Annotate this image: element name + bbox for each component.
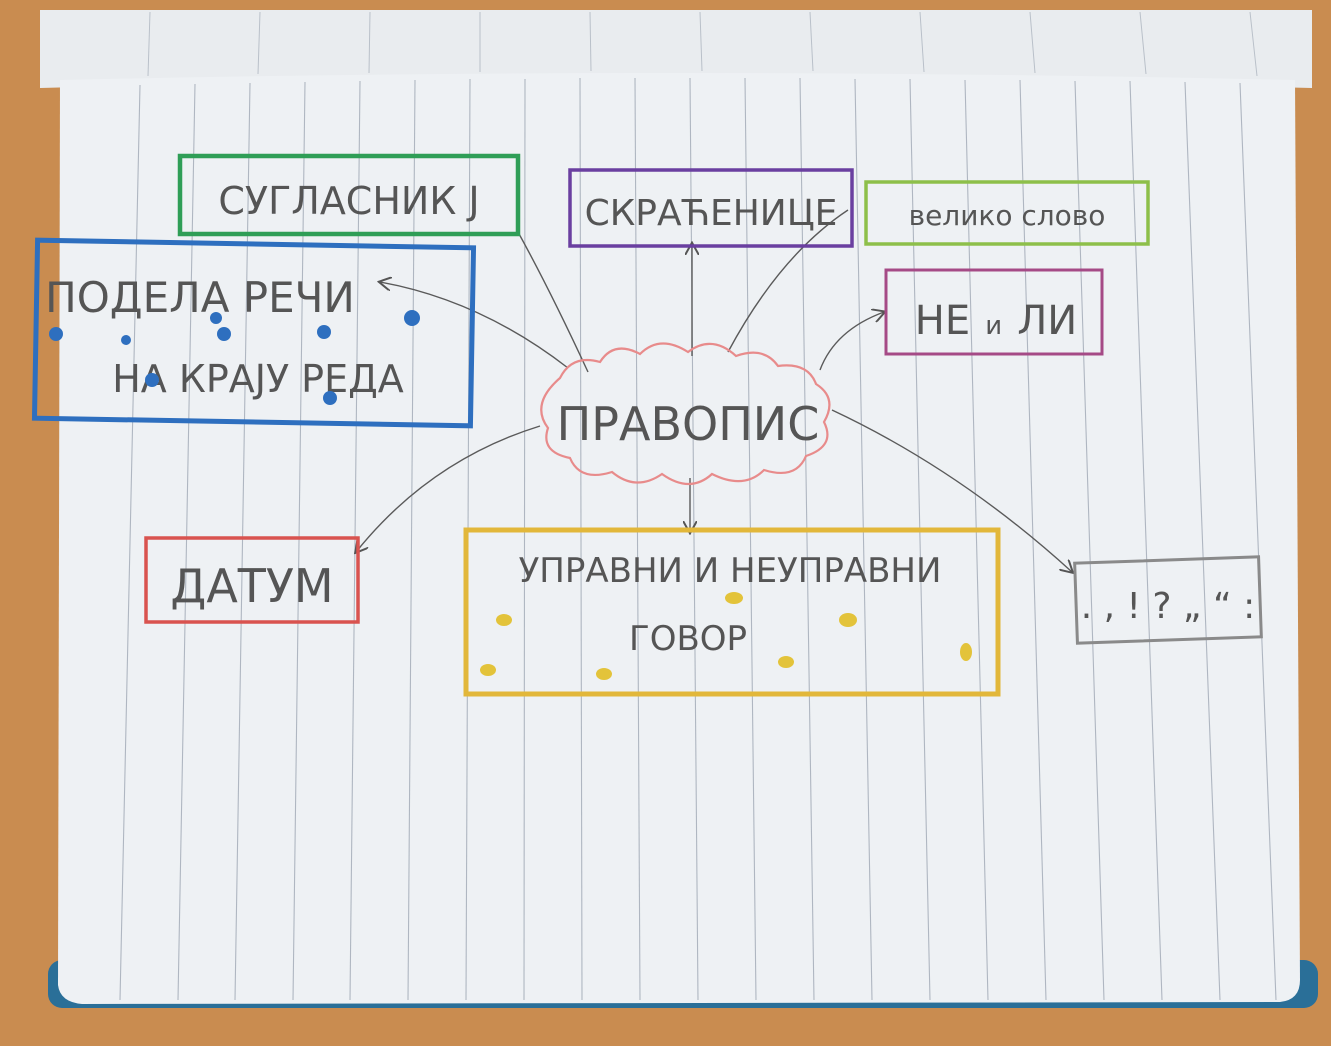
node-veliko-slovo-box bbox=[864, 180, 1150, 246]
node-podela-line2: НА КРАЈУ РЕДА bbox=[112, 357, 404, 401]
node-suglasnik-box bbox=[177, 153, 521, 237]
node-ne-li-label: НЕ и ЛИ bbox=[915, 298, 1077, 344]
node-ne-li-box bbox=[884, 268, 1104, 356]
node-podela-box bbox=[31, 237, 477, 429]
connector-datum bbox=[356, 425, 541, 552]
node-skracenice-box bbox=[568, 168, 854, 248]
node-interpunkcija-label: . , ! ? „ “ : bbox=[1081, 586, 1256, 627]
node-datum-label: ДАТУМ bbox=[170, 559, 333, 613]
node-suglasnik-label: СУГЛАСНИК Ј bbox=[218, 179, 479, 223]
node-govor-line1: УПРАВНИ И НЕУПРАВНИ bbox=[519, 551, 942, 591]
connector-interpunkcija bbox=[831, 409, 1072, 572]
node-govor-line2: ГОВОР bbox=[629, 619, 747, 659]
center-cloud bbox=[540, 342, 831, 486]
center-label: ПРАВОПИС bbox=[557, 397, 820, 451]
connector-ne-li bbox=[819, 312, 884, 371]
connectors bbox=[356, 209, 1072, 572]
node-ne-li-word-i: и bbox=[985, 311, 1002, 341]
node-ne-li-word-li: ЛИ bbox=[1017, 298, 1077, 344]
yellow-decoration-dots bbox=[480, 592, 972, 680]
connector-veliko-slovo bbox=[727, 209, 849, 353]
node-datum-box bbox=[144, 536, 360, 624]
node-podela-line1: ПОДЕЛА РЕЧИ bbox=[45, 273, 355, 322]
node-veliko-slovo-label: велико слово bbox=[909, 199, 1106, 232]
connector-podela bbox=[380, 282, 569, 369]
node-skracenice-label: СКРАЋЕНИЦЕ bbox=[585, 193, 838, 234]
node-interpunkcija-box bbox=[1073, 555, 1263, 645]
back-page-lines bbox=[147, 11, 1258, 77]
blue-decoration-dots bbox=[49, 310, 420, 405]
node-ne-li-word-ne: НЕ bbox=[915, 298, 970, 344]
notebook-page bbox=[58, 73, 1300, 1004]
node-govor-box bbox=[463, 527, 1001, 697]
notebook-back-page bbox=[40, 10, 1312, 88]
connector-suglasnik bbox=[517, 231, 589, 373]
